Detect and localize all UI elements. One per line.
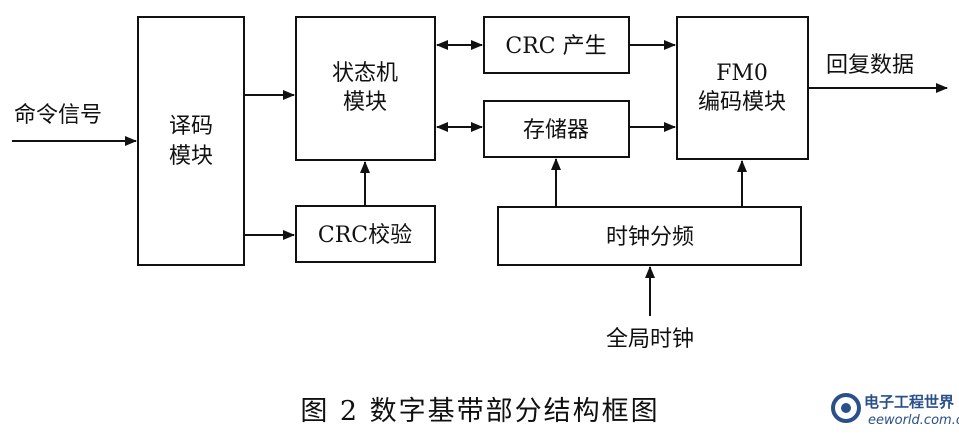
- memory-node: 存储器: [483, 100, 630, 158]
- clock-div-node: 时钟分频: [497, 206, 802, 266]
- decoder-label-line2: 模块: [169, 144, 213, 169]
- fm0-node: FM0 编码模块: [676, 16, 809, 160]
- edges: [12, 40, 948, 316]
- crc-gen-node: CRC 产生: [483, 16, 630, 74]
- logo-icon: [831, 393, 861, 423]
- watermark-logo: 电子工程世界 eeworld.com.cn: [831, 393, 959, 428]
- clock-label: 全局时钟: [606, 327, 694, 352]
- logo-site: eeworld.com.cn: [868, 413, 959, 428]
- decoder-node: 译码 模块: [137, 16, 245, 266]
- fm0-label-line2: 编码模块: [698, 90, 786, 115]
- state-machine-node: 状态机 模块: [295, 16, 436, 161]
- crc-gen-label: CRC 产生: [505, 34, 606, 59]
- crc-check-label: CRC校验: [318, 223, 412, 248]
- output-label: 回复数据: [826, 53, 914, 78]
- logo-brand: 电子工程世界: [864, 393, 954, 411]
- clock-div-label: 时钟分频: [606, 225, 694, 250]
- fm0-label-line1: FM0: [716, 61, 768, 86]
- memory-label: 存储器: [523, 118, 589, 143]
- decoder-label-line1: 译码: [169, 114, 213, 139]
- crc-check-node: CRC校验: [295, 205, 436, 263]
- input-label: 命令信号: [14, 103, 102, 128]
- state-machine-label-line1: 状态机: [332, 61, 398, 86]
- figure-caption: 图 2 数字基带部分结构框图: [300, 396, 659, 427]
- state-machine-label-line2: 模块: [343, 90, 387, 115]
